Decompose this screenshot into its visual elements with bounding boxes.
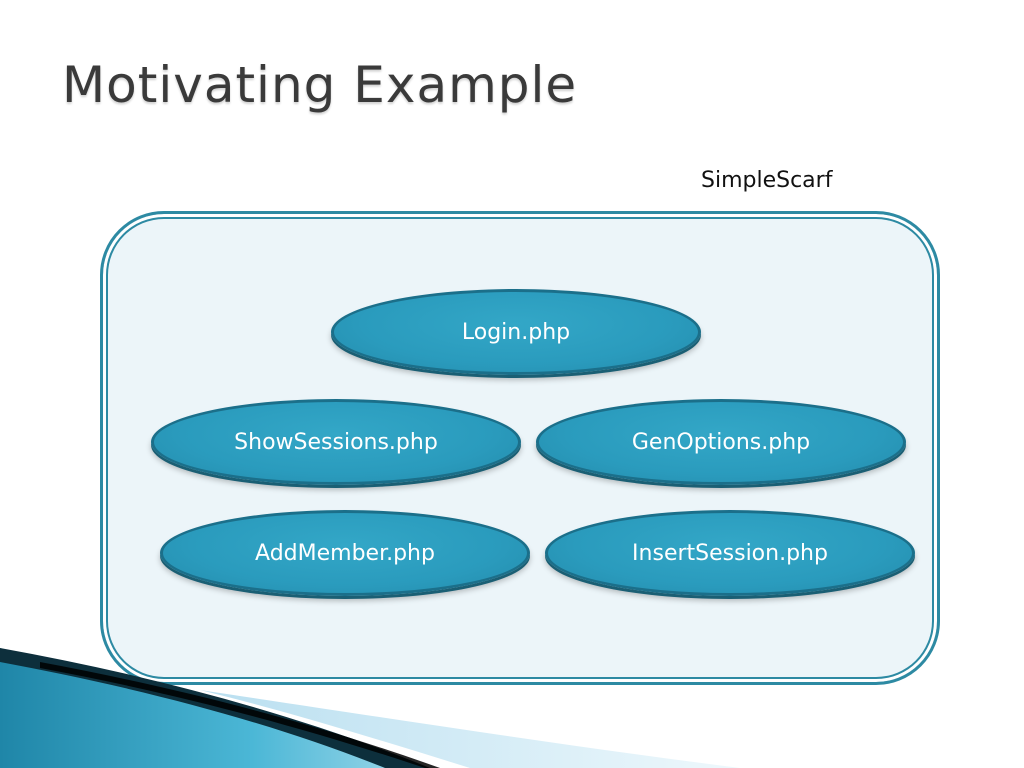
pale-wave-shape xyxy=(200,690,740,768)
node-addmember: AddMember.php xyxy=(160,510,530,596)
node-genoptions-label: GenOptions.php xyxy=(631,429,811,455)
node-showsessions: ShowSessions.php xyxy=(151,399,521,485)
node-login: Login.php xyxy=(331,289,701,375)
slide-title: Motivating Example xyxy=(62,56,578,114)
node-showsessions-label: ShowSessions.php xyxy=(234,429,438,455)
container-label: SimpleScarf xyxy=(701,168,833,193)
node-insertsession-label: InsertSession.php xyxy=(632,540,828,566)
node-addmember-label: AddMember.php xyxy=(255,540,435,566)
node-insertsession: InsertSession.php xyxy=(545,510,915,596)
node-genoptions: GenOptions.php xyxy=(536,399,906,485)
node-login-label: Login.php xyxy=(461,319,571,345)
